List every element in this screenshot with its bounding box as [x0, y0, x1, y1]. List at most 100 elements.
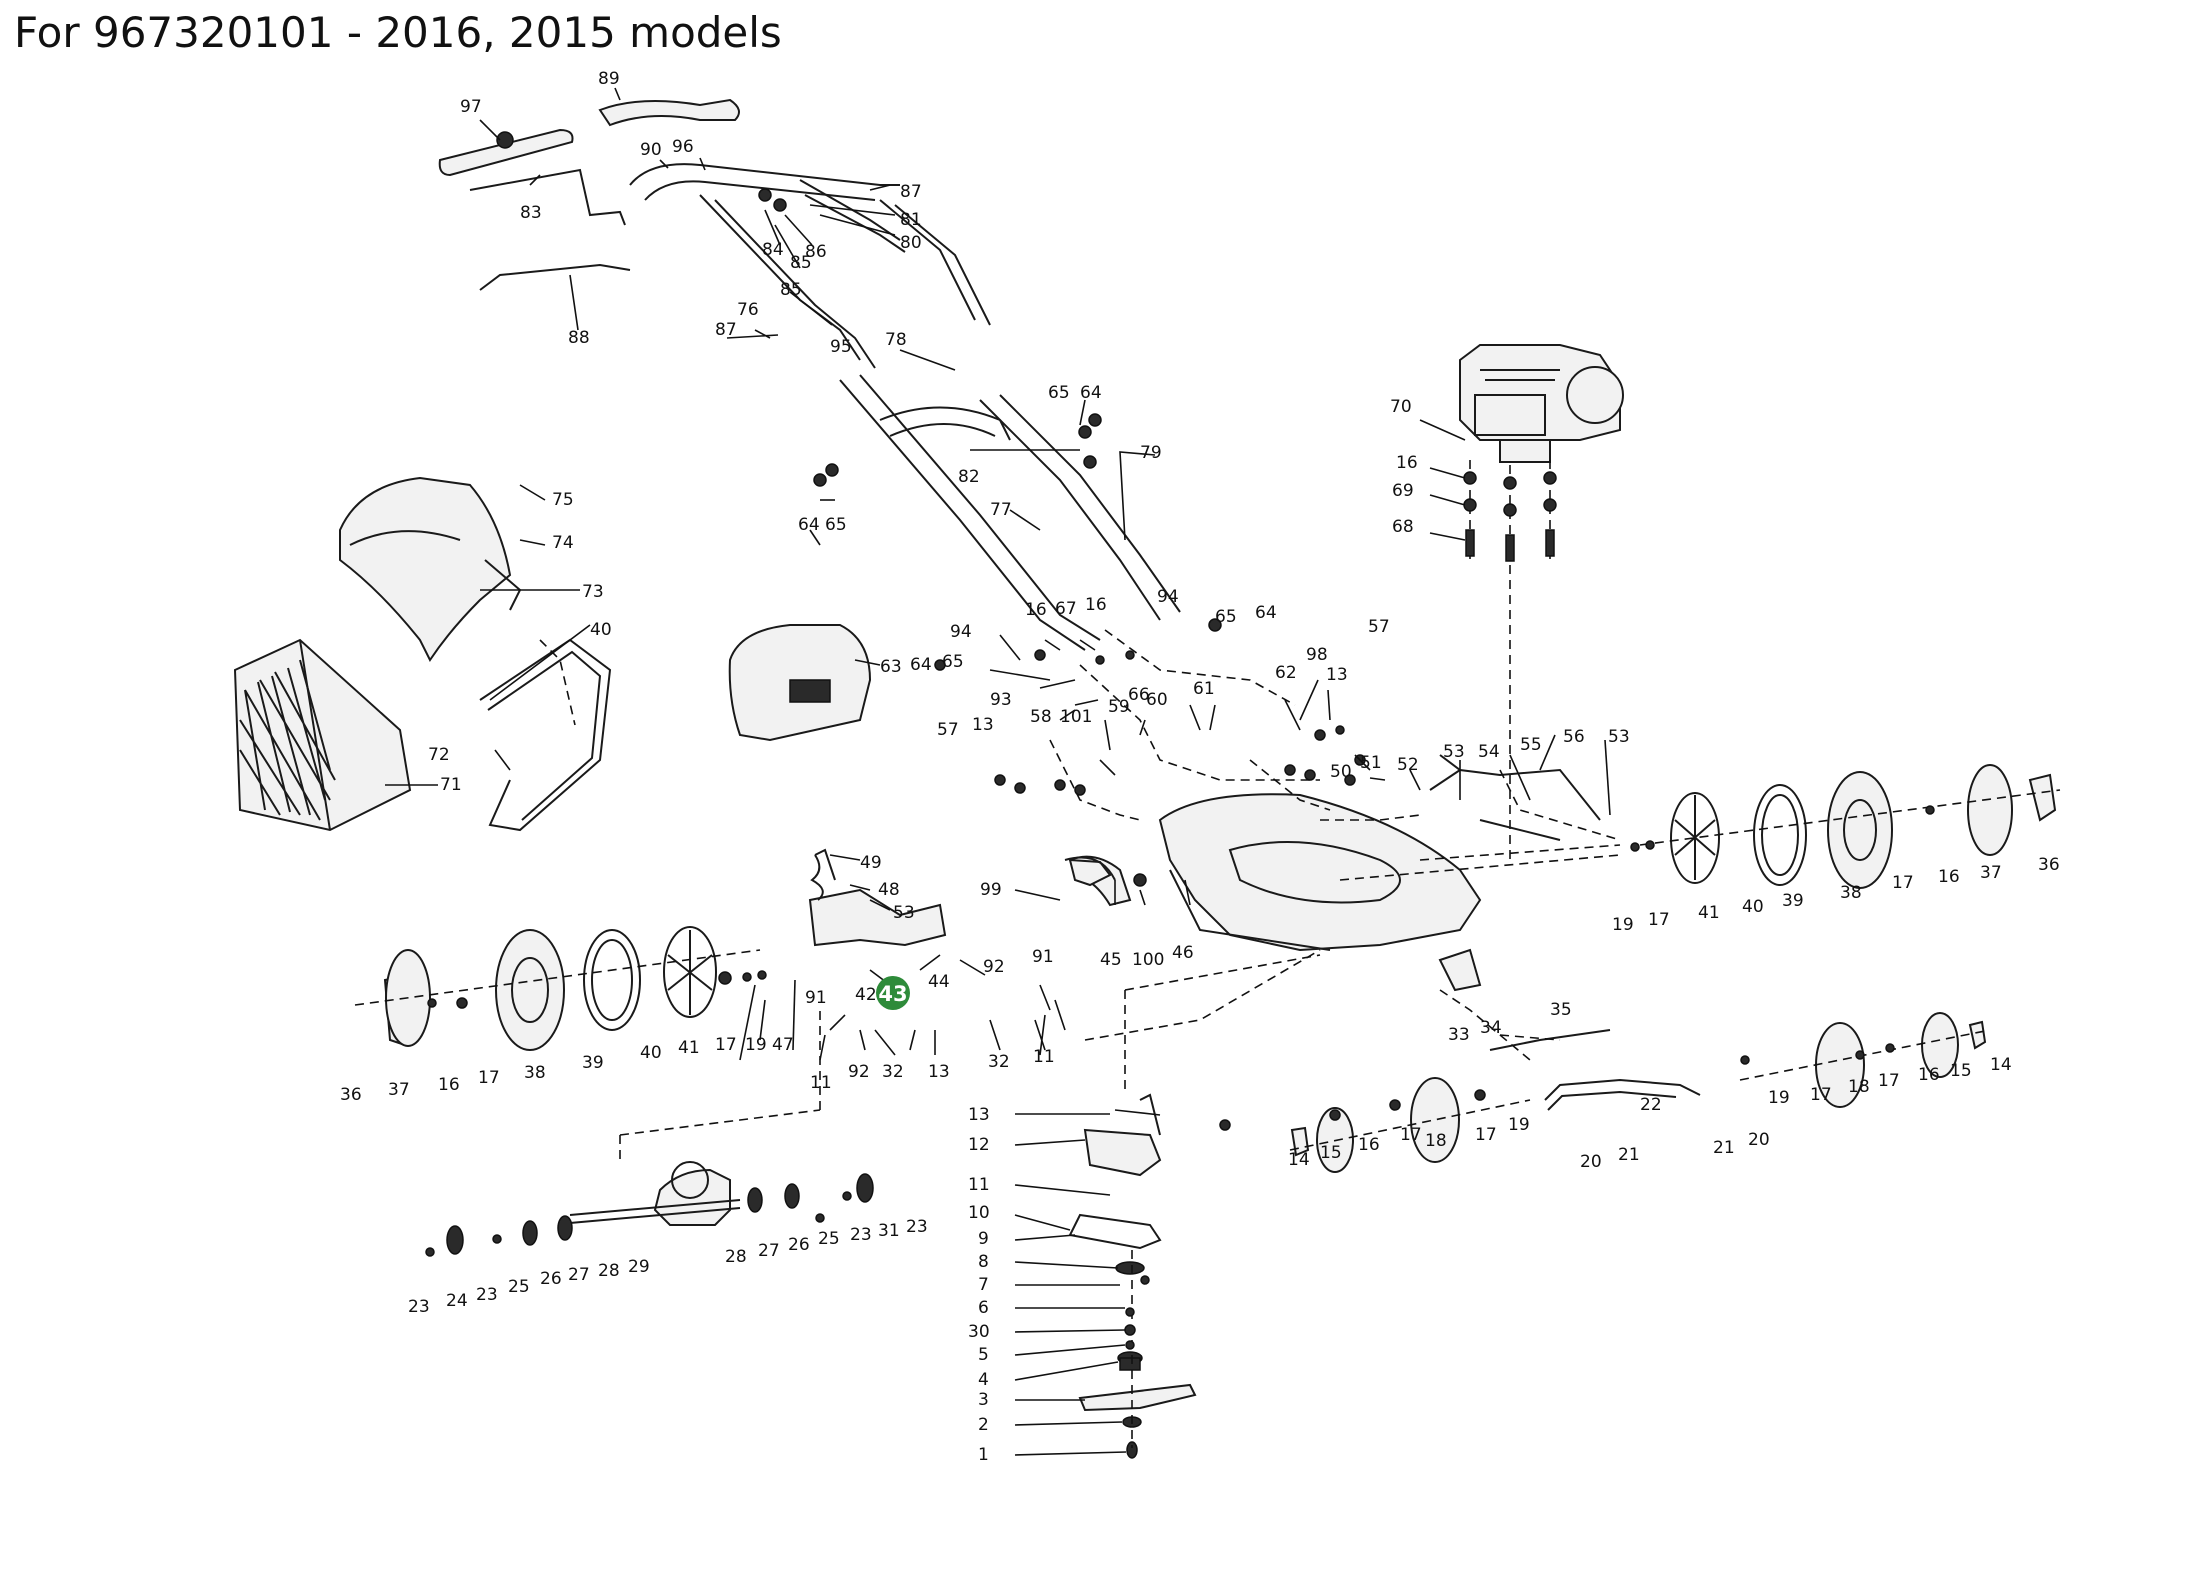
- label-32: 32: [988, 1052, 1010, 1072]
- height-adjust-rod[interactable]: [1489, 1029, 1611, 1051]
- pulley[interactable]: [1115, 1261, 1145, 1275]
- label-64: 64: [1080, 383, 1102, 403]
- front-right-wheel-cover[interactable]: [1921, 1012, 1959, 1078]
- label-13: 13: [1326, 665, 1348, 685]
- label-8: 8: [978, 1252, 989, 1272]
- label-56: 56: [1563, 727, 1585, 747]
- label-91: 91: [1032, 947, 1054, 967]
- page-title: For 967320101 - 2016, 2015 models: [14, 8, 782, 57]
- label-28: 28: [725, 1247, 747, 1267]
- label-52: 52: [1397, 755, 1419, 775]
- label-83: 83: [520, 203, 542, 223]
- label-16: 16: [1358, 1135, 1380, 1155]
- left-rear-tire[interactable]: [495, 929, 565, 1051]
- front-right-hubcap[interactable]: [1968, 1020, 1987, 1050]
- label-94: 94: [1157, 587, 1179, 607]
- label-28: 28: [598, 1261, 620, 1281]
- lower-handle[interactable]: [839, 374, 1181, 651]
- label-17: 17: [715, 1035, 737, 1055]
- assembly-lines: [539, 629, 1621, 1061]
- label-36: 36: [340, 1085, 362, 1105]
- label-84: 84: [762, 240, 784, 260]
- label-3: 3: [978, 1390, 989, 1410]
- drive-spring[interactable]: [810, 854, 824, 901]
- right-hubcap[interactable]: [2028, 773, 2057, 822]
- label-16: 16: [1085, 595, 1107, 615]
- mower-deck[interactable]: [1158, 793, 1482, 952]
- blade-bolt[interactable]: [1126, 1441, 1138, 1459]
- label-49: 49: [860, 853, 882, 873]
- label-63: 63: [880, 657, 902, 677]
- gearbox[interactable]: [653, 1161, 731, 1226]
- grass-bag-cover[interactable]: [339, 476, 522, 662]
- blade[interactable]: [1078, 1383, 1197, 1412]
- drive-belt[interactable]: [1068, 1213, 1162, 1250]
- rear-height-bracket[interactable]: [1068, 858, 1112, 887]
- label-65: 65: [825, 515, 847, 535]
- belt-guard[interactable]: [1083, 1093, 1162, 1177]
- label-41: 41: [1698, 903, 1720, 923]
- right-rear-tread[interactable]: [1753, 784, 1807, 886]
- rear-axle-rod[interactable]: [1479, 819, 1561, 841]
- height-adjust-lever[interactable]: [1438, 948, 1482, 992]
- label-82: 82: [958, 467, 980, 487]
- rear-axle-bracket[interactable]: [1429, 754, 1601, 821]
- grass-bag[interactable]: [233, 638, 412, 832]
- engine[interactable]: [1459, 344, 1624, 463]
- label-65: 65: [1048, 383, 1070, 403]
- leader-lines: [385, 87, 1611, 1456]
- label-58: 58: [1030, 707, 1052, 727]
- label-22: 22: [1640, 1095, 1662, 1115]
- label-13: 13: [928, 1062, 950, 1082]
- blade-adapter[interactable]: [1117, 1351, 1143, 1371]
- drive-bracket[interactable]: [808, 848, 947, 947]
- part-labels: 97 89 90 96 83 87 81 80 84 86 85 85 88 7…: [340, 69, 2060, 1465]
- label-27: 27: [758, 1241, 780, 1261]
- drive-pinions-right[interactable]: [747, 1173, 874, 1213]
- label-69: 69: [1392, 481, 1414, 501]
- label-19: 19: [1612, 915, 1634, 935]
- fasteners: [425, 131, 1935, 1350]
- label-44: 44: [928, 972, 950, 992]
- drive-pinions-left[interactable]: [446, 1215, 573, 1255]
- label-47: 47: [772, 1035, 794, 1055]
- height-adjuster-arc[interactable]: [1064, 856, 1116, 881]
- label-4: 4: [978, 1370, 989, 1390]
- label-87: 87: [900, 182, 922, 202]
- label-48: 48: [878, 880, 900, 900]
- left-rear-rim[interactable]: [663, 926, 717, 1018]
- label-64: 64: [910, 655, 932, 675]
- right-rear-rim[interactable]: [1670, 792, 1720, 884]
- label-33: 33: [1448, 1025, 1470, 1045]
- right-rear-tire[interactable]: [1827, 771, 1893, 889]
- front-cover[interactable]: [728, 624, 872, 742]
- label-16: 16: [438, 1075, 460, 1095]
- label-9: 9: [978, 1229, 989, 1249]
- label-66: 66: [1128, 685, 1150, 705]
- label-55: 55: [1520, 735, 1542, 755]
- control-bar[interactable]: [438, 128, 631, 291]
- top-grip-handle[interactable]: [598, 98, 740, 127]
- label-17: 17: [478, 1068, 500, 1088]
- label-59: 59: [1108, 697, 1130, 717]
- label-67: 67: [1055, 599, 1077, 619]
- label-89: 89: [598, 69, 620, 89]
- label-10: 10: [968, 1203, 990, 1223]
- right-rear-wheel-cover[interactable]: [1967, 764, 2013, 856]
- grass-bag-frame[interactable]: [479, 638, 612, 832]
- engine-bolts[interactable]: [1463, 460, 1557, 860]
- label-85: 85: [790, 253, 812, 273]
- front-left-tire[interactable]: [1410, 1077, 1460, 1163]
- label-78: 78: [885, 330, 907, 350]
- label-11: 11: [810, 1073, 832, 1093]
- front-axle[interactable]: [1544, 1078, 1701, 1111]
- left-rear-tread[interactable]: [583, 929, 641, 1031]
- highlight-badge-43[interactable]: 43: [876, 976, 910, 1010]
- label-19: 19: [1508, 1115, 1530, 1135]
- label-40: 40: [1742, 897, 1764, 917]
- label-53: 53: [1443, 742, 1465, 762]
- drive-axle[interactable]: [569, 1199, 741, 1224]
- label-60: 60: [1146, 690, 1168, 710]
- label-16: 16: [1025, 600, 1047, 620]
- label-77: 77: [990, 500, 1012, 520]
